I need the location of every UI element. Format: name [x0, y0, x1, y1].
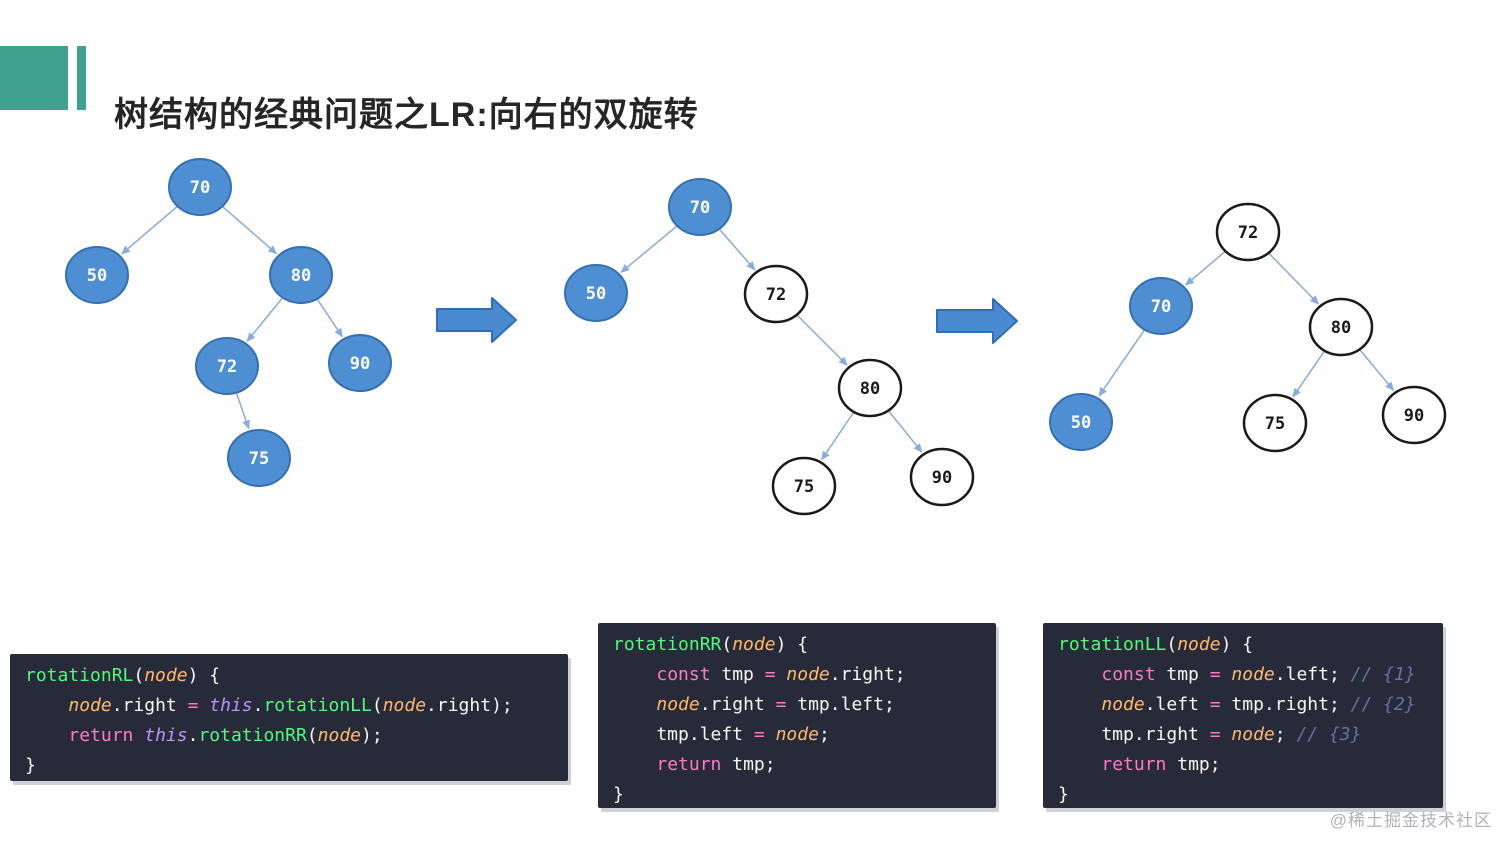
tree-node-72: 72: [743, 264, 809, 324]
tree-edge: [316, 299, 343, 338]
code-line: rotationRL(node) {: [25, 665, 221, 686]
tree-edge: [620, 225, 677, 273]
code-line: tmp.left = node;: [613, 724, 830, 745]
tree-node-label: 70: [190, 178, 210, 198]
tree-node-label: 50: [87, 266, 107, 286]
code-line: node.right = tmp.left;: [656, 694, 895, 715]
tree-node-75: 75: [1242, 393, 1308, 453]
tree-edge: [1268, 253, 1320, 305]
tree-node-label: 80: [291, 266, 311, 286]
tree-edge: [1185, 251, 1226, 286]
tree-node-70: 70: [668, 178, 732, 236]
tree-edge: [719, 229, 756, 271]
tree-before: 70 50 80 72 90 75: [65, 158, 392, 487]
tree-edge: [888, 410, 923, 453]
accent-bar: [77, 46, 86, 110]
tree-diagram: 70 50 80 72 90 75 70 50 72 80 75 90 72 70 80 50 75 90: [65, 158, 1447, 516]
code-line: return tmp;: [1101, 754, 1221, 775]
tree-node-label: 72: [766, 285, 786, 305]
tree-node-label: 75: [1265, 414, 1285, 434]
tree-node-label: 75: [249, 449, 269, 469]
tree-node-label: 70: [690, 198, 710, 218]
code-line: node.right = this.rotationLL(node.right)…: [68, 695, 513, 716]
tree-node-90: 90: [1381, 385, 1447, 445]
code-block-rotationLL: rotationLL(node) { const tmp = node.left…: [1043, 623, 1443, 808]
tree-node-50: 50: [564, 264, 628, 322]
code-line: const tmp = node.left; // {1}: [1101, 664, 1416, 685]
page-title: 树结构的经典问题之LR:向右的双旋转: [114, 95, 699, 134]
accent-square: [0, 46, 68, 110]
tree-node-label: 50: [1071, 413, 1091, 433]
tree-node-label: 70: [1151, 297, 1171, 317]
watermark: @稀土掘金技术社区: [1329, 811, 1492, 830]
code-line: return this.rotationRR(node);: [68, 725, 383, 746]
tree-node-label: 90: [932, 468, 952, 488]
code-line: rotationLL(node) {: [1058, 634, 1254, 655]
tree-node-80: 80: [1308, 297, 1374, 357]
tree-after-ll: 70 50 72 80 75 90: [564, 178, 975, 516]
code-line: }: [613, 784, 624, 805]
code-line: tmp.right = node; // {3}: [1058, 724, 1362, 745]
tree-node-label: 80: [860, 379, 880, 399]
tree-node-50: 50: [65, 246, 129, 304]
transform-arrow: [936, 298, 1018, 344]
tree-node-90: 90: [909, 447, 975, 507]
tree-node-label: 50: [586, 284, 606, 304]
tree-node-70: 70: [168, 158, 232, 216]
tree-edge: [796, 314, 848, 366]
code-block-rotationRL: rotationRL(node) { node.right = this.rot…: [10, 654, 568, 781]
tree-edge: [246, 297, 283, 342]
tree-edge: [1292, 351, 1325, 398]
tree-node-70: 70: [1129, 277, 1193, 335]
tree-edge: [121, 206, 178, 255]
tree-node-80: 80: [269, 246, 333, 304]
code-line: }: [1058, 784, 1069, 805]
tree-node-72: 72: [195, 337, 259, 395]
code-line: const tmp = node.right;: [656, 664, 906, 685]
tree-node-75: 75: [771, 456, 837, 516]
tree-node-label: 90: [350, 354, 370, 374]
tree-edge: [1098, 330, 1145, 397]
tree-node-50: 50: [1049, 393, 1113, 451]
transform-arrow: [436, 297, 517, 343]
tree-edge: [222, 206, 278, 255]
tree-node-72: 72: [1215, 202, 1281, 262]
code-line: }: [25, 755, 36, 776]
tree-node-label: 90: [1404, 406, 1424, 426]
tree-node-80: 80: [837, 358, 903, 418]
tree-after-rr: 72 70 80 50 75 90: [1049, 202, 1447, 453]
tree-node-label: 72: [217, 357, 237, 377]
tree-edge: [235, 393, 250, 430]
tree-edge: [1359, 349, 1395, 392]
tree-node-90: 90: [328, 334, 392, 392]
code-line: rotationRR(node) {: [613, 634, 809, 655]
tree-node-label: 72: [1238, 223, 1258, 243]
tree-node-75: 75: [227, 429, 291, 487]
tree-node-label: 80: [1331, 318, 1351, 338]
code-line: node.left = tmp.right; // {2}: [1101, 694, 1416, 715]
tree-node-label: 75: [794, 477, 814, 497]
tree-edge: [821, 412, 854, 461]
code-line: return tmp;: [656, 754, 776, 775]
code-block-rotationRR: rotationRR(node) { const tmp = node.righ…: [598, 623, 996, 808]
